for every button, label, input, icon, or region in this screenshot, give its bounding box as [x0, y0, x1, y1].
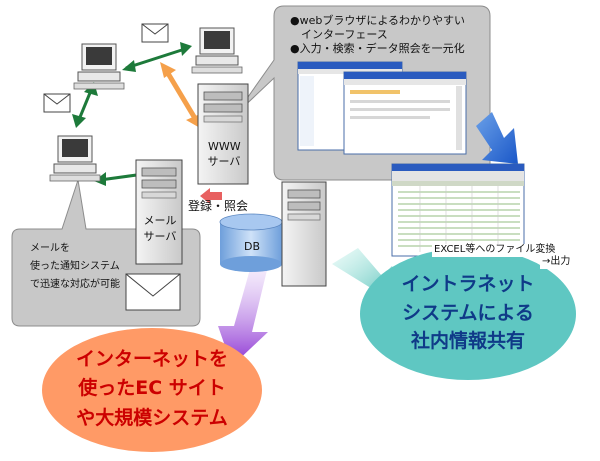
mail-server-tower: [135, 159, 183, 265]
blue-arrow-icon: [476, 112, 518, 164]
ec-ellipse: [42, 328, 262, 452]
bubble-left-line2: 使った通知システム: [30, 261, 120, 272]
pc-icon-2: [191, 27, 243, 74]
bubble-top-line1: ●webブラウザによるわかりやすい: [290, 14, 466, 27]
browser-screenshot-front: [343, 71, 467, 155]
red-arrow-icon: [200, 188, 222, 204]
ec-line2: 使ったEC サイト: [78, 377, 226, 400]
www-server-tower: [197, 83, 249, 185]
db-label: DB: [244, 240, 261, 253]
mail-server-label-line2: サーバ: [143, 230, 177, 243]
intranet-ellipse: [360, 248, 576, 380]
excel-caption-line1: EXCEL等へのファイル変換: [432, 244, 558, 257]
ec-line1: インターネットを: [75, 348, 228, 370]
register-query-label: 登録・照会: [188, 199, 249, 213]
ec-ellipse-text: インターネットを 使ったEC サイト や大規模システム: [62, 345, 242, 433]
bubble-top-line2: インターフェース: [290, 28, 388, 41]
envelope-icon: [43, 93, 71, 113]
intranet-line3: 社内情報共有: [410, 330, 525, 352]
bubble-left-line1: メールを: [30, 243, 70, 254]
excel-caption-line2: →出力: [540, 256, 573, 269]
bubble-top-line3: ●入力・検索・データ照会を一元化: [290, 42, 465, 55]
mail-server-label-line1: メール: [143, 214, 177, 227]
www-server-label-line1: WWW: [208, 140, 241, 153]
envelope-icon: [125, 273, 181, 311]
intranet-line1: イントラネット: [401, 273, 535, 295]
intranet-ellipse-text: イントラネット システムによる 社内情報共有: [388, 270, 548, 356]
intranet-line2: システムによる: [402, 301, 534, 324]
db-cylinder-icon: [219, 213, 283, 272]
orange-arrow-icon: [160, 62, 200, 128]
pc-icon-1: [73, 43, 125, 90]
purple-arrow-icon: [218, 262, 268, 366]
www-server-label-line2: サーバ: [207, 155, 241, 168]
excel-screenshot: [391, 163, 525, 257]
ec-line3: や大規模システム: [76, 406, 228, 429]
envelope-icon: [141, 23, 169, 43]
bubble-left-line3: で迅速な対応が可能: [30, 279, 120, 290]
db-server-tower: [281, 181, 327, 287]
pc-icon-3: [49, 135, 101, 182]
